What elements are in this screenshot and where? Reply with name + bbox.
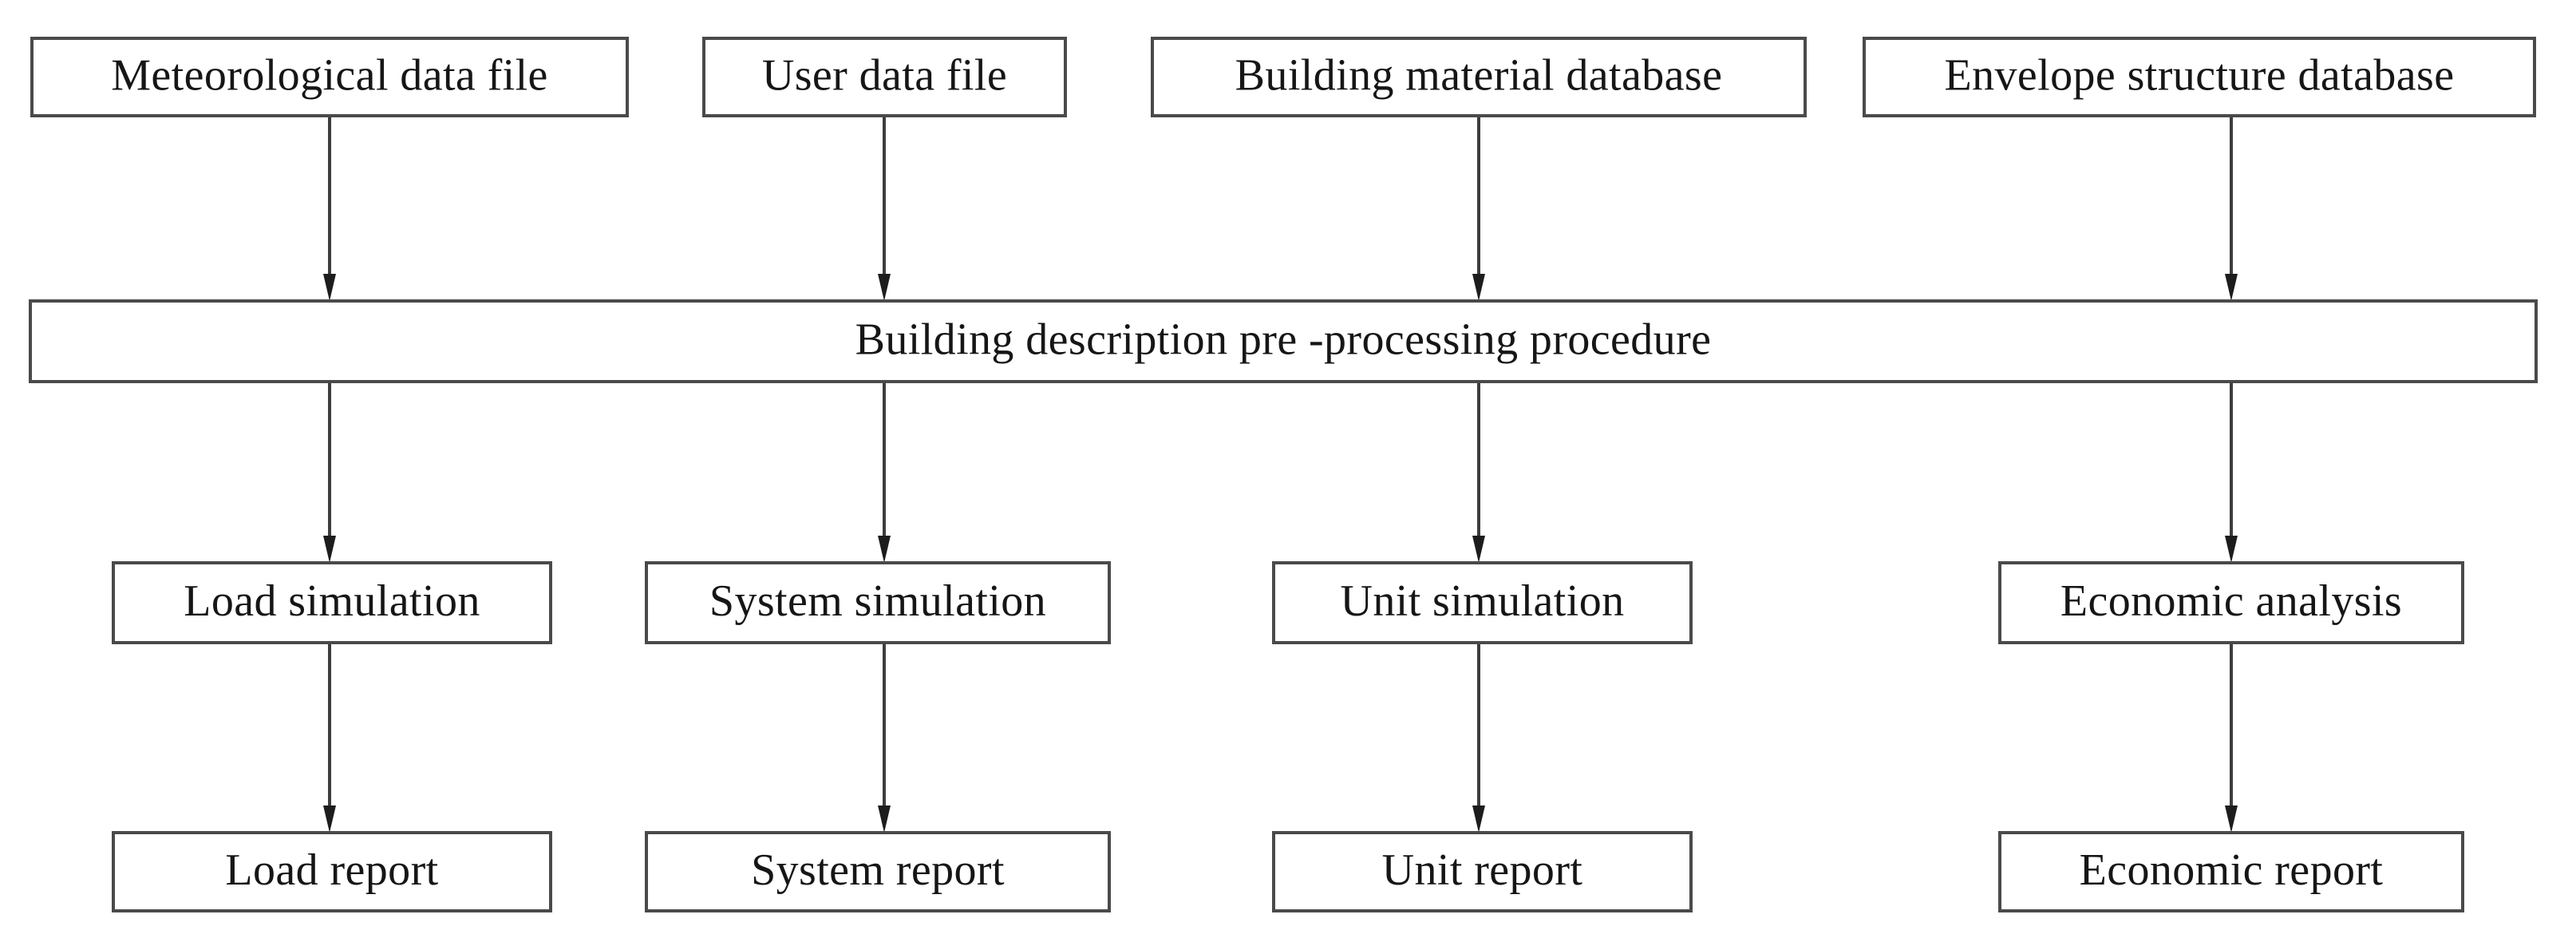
arrowhead-icon	[878, 805, 891, 833]
node-label-building-material-database: Building material database	[1235, 50, 1723, 100]
node-box	[1151, 37, 1807, 117]
edge-envelope-db-to-preprocessing	[2225, 116, 2238, 301]
arrowhead-icon	[2225, 536, 2238, 563]
node-box	[702, 37, 1067, 117]
node-user-data-file[interactable]: User data file	[702, 37, 1067, 117]
node-unit-simulation[interactable]: Unit simulation	[1272, 561, 1693, 644]
node-box	[1863, 37, 2536, 117]
node-label-load-report: Load report	[225, 845, 438, 895]
node-box	[30, 37, 629, 117]
node-label-economic-analysis: Economic analysis	[2060, 576, 2402, 626]
node-load-report[interactable]: Load report	[112, 831, 552, 912]
arrowhead-icon	[2225, 805, 2238, 833]
node-box	[1272, 561, 1693, 644]
node-system-report[interactable]: System report	[645, 831, 1111, 912]
node-box	[1272, 831, 1693, 912]
edge-economic-analysis-to-economic-report	[2225, 643, 2238, 833]
edge-preprocessing-to-unit-simulation	[1472, 382, 1485, 563]
edge-meteorological-to-preprocessing	[323, 116, 336, 301]
edges-layer	[323, 116, 2238, 833]
node-meteorological-data-file[interactable]: Meteorological data file	[30, 37, 629, 117]
edge-preprocessing-to-system-simulation	[878, 382, 891, 563]
node-box	[112, 561, 552, 644]
edge-material-db-to-preprocessing	[1472, 116, 1485, 301]
node-label-building-description-pre-processing-procedure: Building description pre -processing pro…	[855, 315, 1712, 364]
node-label-unit-report: Unit report	[1382, 845, 1583, 895]
edge-system-simulation-to-system-report	[878, 643, 891, 833]
node-economic-analysis[interactable]: Economic analysis	[1998, 561, 2464, 644]
node-box	[1998, 831, 2464, 912]
edge-user-data-to-preprocessing	[878, 116, 891, 301]
edge-unit-simulation-to-unit-report	[1472, 643, 1485, 833]
node-system-simulation[interactable]: System simulation	[645, 561, 1111, 644]
node-economic-report[interactable]: Economic report	[1998, 831, 2464, 912]
arrowhead-icon	[323, 805, 336, 833]
node-box	[1998, 561, 2464, 644]
node-box	[29, 299, 2538, 383]
edge-preprocessing-to-economic-analysis	[2225, 382, 2238, 563]
edge-preprocessing-to-load-simulation	[323, 382, 336, 563]
node-box	[645, 561, 1111, 644]
node-building-material-database[interactable]: Building material database	[1151, 37, 1807, 117]
node-label-economic-report: Economic report	[2080, 845, 2384, 895]
node-label-meteorological-data-file: Meteorological data file	[111, 50, 548, 100]
arrowhead-icon	[1472, 805, 1485, 833]
arrowhead-icon	[323, 536, 336, 563]
node-label-load-simulation: Load simulation	[184, 576, 480, 626]
node-label-unit-simulation: Unit simulation	[1341, 576, 1625, 626]
arrowhead-icon	[878, 536, 891, 563]
edge-load-simulation-to-load-report	[323, 643, 336, 833]
node-building-description-pre-processing-procedure[interactable]: Building description pre -processing pro…	[29, 299, 2538, 383]
node-load-simulation[interactable]: Load simulation	[112, 561, 552, 644]
node-box	[112, 831, 552, 912]
arrowhead-icon	[1472, 274, 1485, 301]
arrowhead-icon	[1472, 536, 1485, 563]
node-box	[645, 831, 1111, 912]
node-label-system-simulation: System simulation	[709, 576, 1046, 626]
arrowhead-icon	[2225, 274, 2238, 301]
node-label-envelope-structure-database: Envelope structure database	[1945, 50, 2455, 100]
node-envelope-structure-database[interactable]: Envelope structure database	[1863, 37, 2536, 117]
node-unit-report[interactable]: Unit report	[1272, 831, 1693, 912]
node-label-system-report: System report	[751, 845, 1005, 895]
arrowhead-icon	[878, 274, 891, 301]
arrowhead-icon	[323, 274, 336, 301]
node-label-user-data-file: User data file	[762, 50, 1007, 100]
